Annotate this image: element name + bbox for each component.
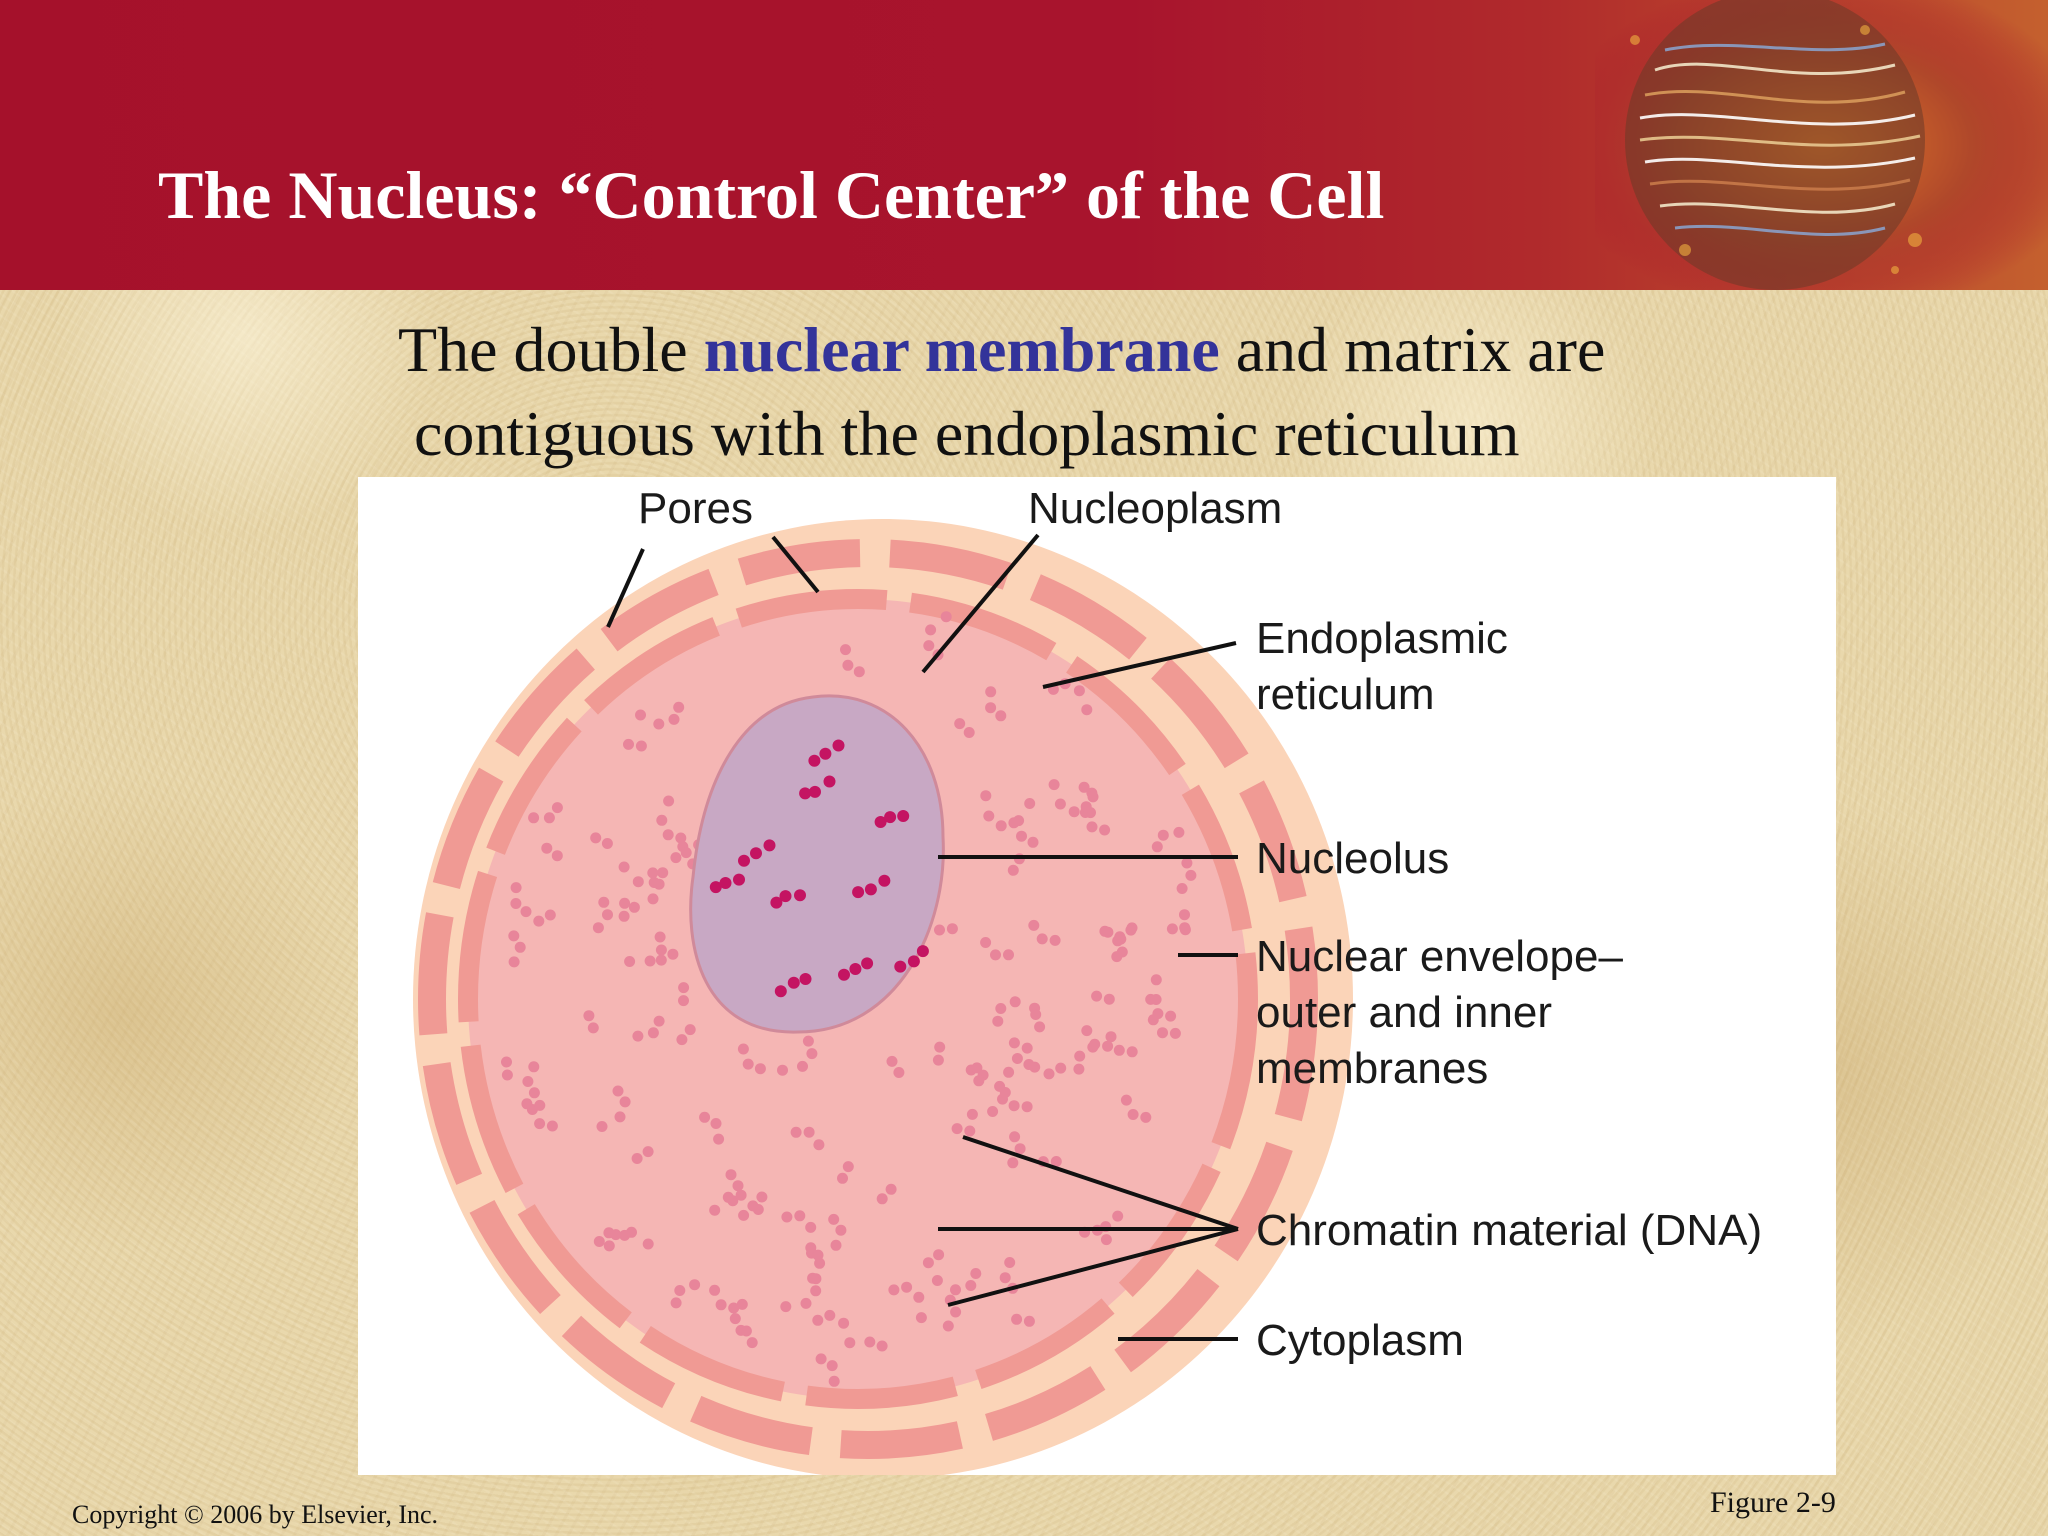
label-envelope-2: outer and inner bbox=[1256, 988, 1552, 1037]
label-envelope-3: membranes bbox=[1256, 1044, 1488, 1093]
subtitle-text-1: The double bbox=[398, 314, 704, 385]
label-cytoplasm: Cytoplasm bbox=[1256, 1316, 1464, 1365]
figure-number: Figure 2-9 bbox=[1710, 1486, 1836, 1519]
nucleolus-granules bbox=[709, 739, 929, 998]
subtitle-text-2: and matrix are bbox=[1219, 314, 1606, 385]
subtitle-highlight: nuclear membrane bbox=[703, 314, 1220, 385]
label-envelope-1: Nuclear envelope– bbox=[1256, 932, 1623, 981]
label-nucleoplasm: Nucleoplasm bbox=[1028, 484, 1282, 533]
chromatin-granules bbox=[501, 611, 1197, 1387]
subtitle-line-2: contiguous with the endoplasmic reticulu… bbox=[414, 398, 1520, 469]
slide-title: The Nucleus: “Control Center” of the Cel… bbox=[158, 157, 1385, 233]
label-pores: Pores bbox=[638, 484, 753, 533]
leader-endoplasmic bbox=[1042, 641, 1237, 689]
leader-pores-2 bbox=[771, 535, 820, 594]
label-chromatin: Chromatin material (DNA) bbox=[1256, 1206, 1762, 1255]
copyright-notice: Copyright © 2006 by Elsevier, Inc. bbox=[72, 1500, 439, 1529]
label-nucleolus: Nucleolus bbox=[1256, 834, 1449, 883]
leader-nucleoplasm bbox=[921, 533, 1040, 674]
endoplasmic-reticulum-band bbox=[418, 539, 1318, 1459]
title-banner: The Nucleus: “Control Center” of the Cel… bbox=[0, 0, 2048, 290]
header-decorative-art bbox=[1595, 0, 2048, 290]
leader-chromatin-1 bbox=[962, 1135, 1239, 1231]
nuclear-envelope bbox=[458, 589, 1258, 1409]
leader-pores-1 bbox=[606, 548, 645, 628]
label-endoplasmic-1: Endoplasmic bbox=[1256, 614, 1508, 663]
leader-chromatin-3 bbox=[947, 1227, 1239, 1307]
nucleolus bbox=[689, 694, 945, 1034]
label-endoplasmic-2: reticulum bbox=[1256, 670, 1435, 719]
nucleus-diagram: Pores Nucleoplasm Endoplasmic reticulum … bbox=[413, 484, 1762, 1475]
slide-subtitle: The double nuclear membrane and matrix a… bbox=[398, 308, 1798, 476]
figure-panel: Pores Nucleoplasm Endoplasmic reticulum … bbox=[358, 477, 1836, 1475]
